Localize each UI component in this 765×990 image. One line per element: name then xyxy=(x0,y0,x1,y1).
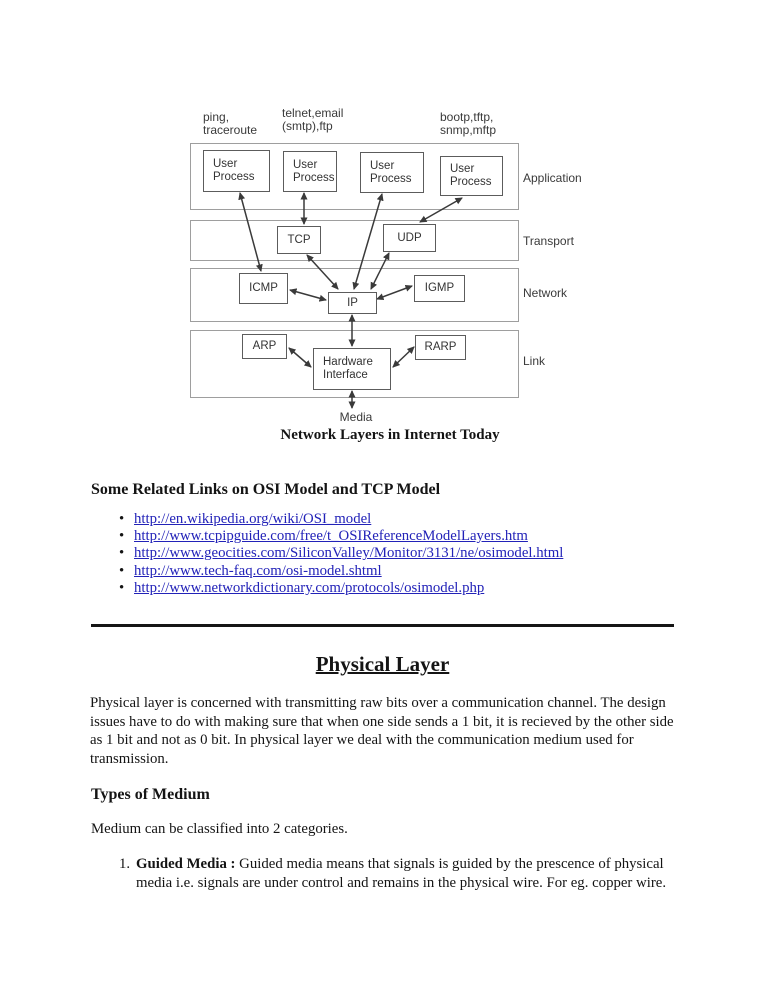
box-udp: UDP xyxy=(383,224,436,252)
diagram-caption: Network Layers in Internet Today xyxy=(280,427,500,443)
guided-media-term: Guided Media : xyxy=(136,856,236,872)
link-networkdictionary[interactable]: http://www.networkdictionary.com/protoco… xyxy=(134,579,485,596)
box-icmp: ICMP xyxy=(239,273,288,304)
list-item: http://www.networkdictionary.com/protoco… xyxy=(91,580,675,597)
box-ip: IP xyxy=(328,292,377,314)
box-user-process-4: User Process xyxy=(440,156,503,196)
list-number: 1. xyxy=(119,856,131,872)
guided-media-item: 1. Guided Media : Guided media means tha… xyxy=(91,855,677,892)
box-user-process-3: User Process xyxy=(360,152,424,193)
page-title: Physical Layer xyxy=(315,652,450,676)
app-label-line: traceroute xyxy=(203,123,258,137)
section-divider xyxy=(91,624,674,627)
guided-media-text: Guided media means that signals is guide… xyxy=(136,856,667,891)
layer-label-transport: Transport xyxy=(523,234,574,248)
app-label-line: telnet,email xyxy=(282,106,344,120)
layer-label-application: Application xyxy=(523,171,582,185)
network-layers-diagram: ping, traceroute telnet,email (smtp),ftp… xyxy=(190,105,590,435)
box-hardware-interface: Hardware Interface xyxy=(313,348,391,390)
app-label-line: bootp,tftp, xyxy=(440,110,494,124)
types-intro: Medium can be classified into 2 categori… xyxy=(91,821,348,837)
app-label-ping: ping, traceroute xyxy=(203,111,257,137)
link-tech-faq[interactable]: http://www.tech-faq.com/osi-model.shtml xyxy=(134,562,382,579)
link-tcpipguide[interactable]: http://www.tcpipguide.com/free/t_OSIRefe… xyxy=(134,528,528,545)
app-label-telnet: telnet,email (smtp),ftp xyxy=(282,107,343,133)
app-label-line: snmp,mftp xyxy=(440,123,497,137)
physical-layer-intro: Physical layer is concerned with transmi… xyxy=(90,695,674,767)
box-tcp: TCP xyxy=(277,226,321,254)
link-wikipedia-osi[interactable]: http://en.wikipedia.org/wiki/OSI_model xyxy=(134,511,372,527)
app-label-line: ping, xyxy=(203,110,230,124)
transport-layer-band xyxy=(190,220,519,261)
box-user-process-2: User Process xyxy=(283,151,337,192)
list-item: http://www.tech-faq.com/osi-model.shtml xyxy=(91,563,675,580)
list-item: http://www.tcpipguide.com/free/t_OSIRefe… xyxy=(91,528,675,545)
layer-label-network: Network xyxy=(523,286,568,300)
layer-label-link: Link xyxy=(523,354,546,368)
box-arp: ARP xyxy=(242,334,287,359)
app-label-bootp: bootp,tftp, snmp,mftp xyxy=(440,111,496,137)
link-geocities-osimodel[interactable]: http://www.geocities.com/SiliconValley/M… xyxy=(134,545,564,562)
types-of-medium-heading: Types of Medium xyxy=(91,786,210,803)
box-igmp: IGMP xyxy=(414,275,465,302)
app-label-line: (smtp),ftp xyxy=(282,119,333,133)
related-links-heading: Some Related Links on OSI Model and TCP … xyxy=(91,481,441,498)
box-rarp: RARP xyxy=(415,335,466,360)
box-user-process-1: User Process xyxy=(203,150,270,192)
media-label: Media xyxy=(339,410,373,424)
related-links-list: http://en.wikipedia.org/wiki/OSI_model h… xyxy=(91,511,675,597)
list-item: http://www.geocities.com/SiliconValley/M… xyxy=(91,545,675,562)
list-item-body: Guided Media : Guided media means that s… xyxy=(136,855,677,892)
list-item: http://en.wikipedia.org/wiki/OSI_model xyxy=(91,511,675,528)
